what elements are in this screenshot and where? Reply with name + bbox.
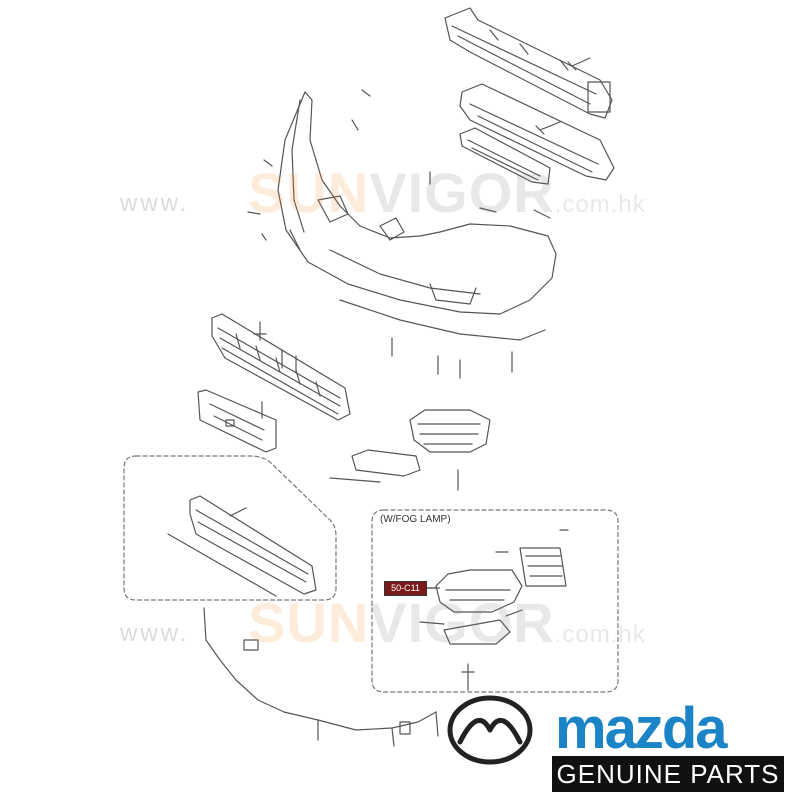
fasteners bbox=[229, 57, 591, 691]
upper-grille bbox=[459, 127, 551, 185]
license-plate-bracket bbox=[197, 389, 277, 453]
watermark-lower-prefix: www. bbox=[120, 620, 190, 647]
fog-lamp-bezel bbox=[409, 409, 491, 453]
fog-lamp-trim bbox=[329, 449, 421, 483]
inset-left bbox=[123, 455, 337, 601]
part-callout-code[interactable]: 50-C11 bbox=[384, 581, 427, 596]
inset-fog-lamp-label: (W/FOG LAMP) bbox=[380, 514, 451, 525]
mazda-wing-emblem-icon bbox=[447, 695, 533, 765]
lower-grille bbox=[211, 313, 351, 421]
wiring-harness bbox=[203, 607, 439, 747]
front-bumper-cover bbox=[277, 91, 557, 341]
bumper-absorber bbox=[459, 83, 615, 181]
side-bracket-left bbox=[317, 195, 405, 241]
bumper-reinforcement bbox=[444, 7, 613, 119]
watermark-upper-prefix: www. bbox=[120, 190, 190, 217]
brand-tagline: GENUINE PARTS bbox=[552, 756, 784, 792]
inset-fog-lamp bbox=[371, 509, 619, 693]
brand-logo-text: mazda bbox=[555, 696, 728, 761]
